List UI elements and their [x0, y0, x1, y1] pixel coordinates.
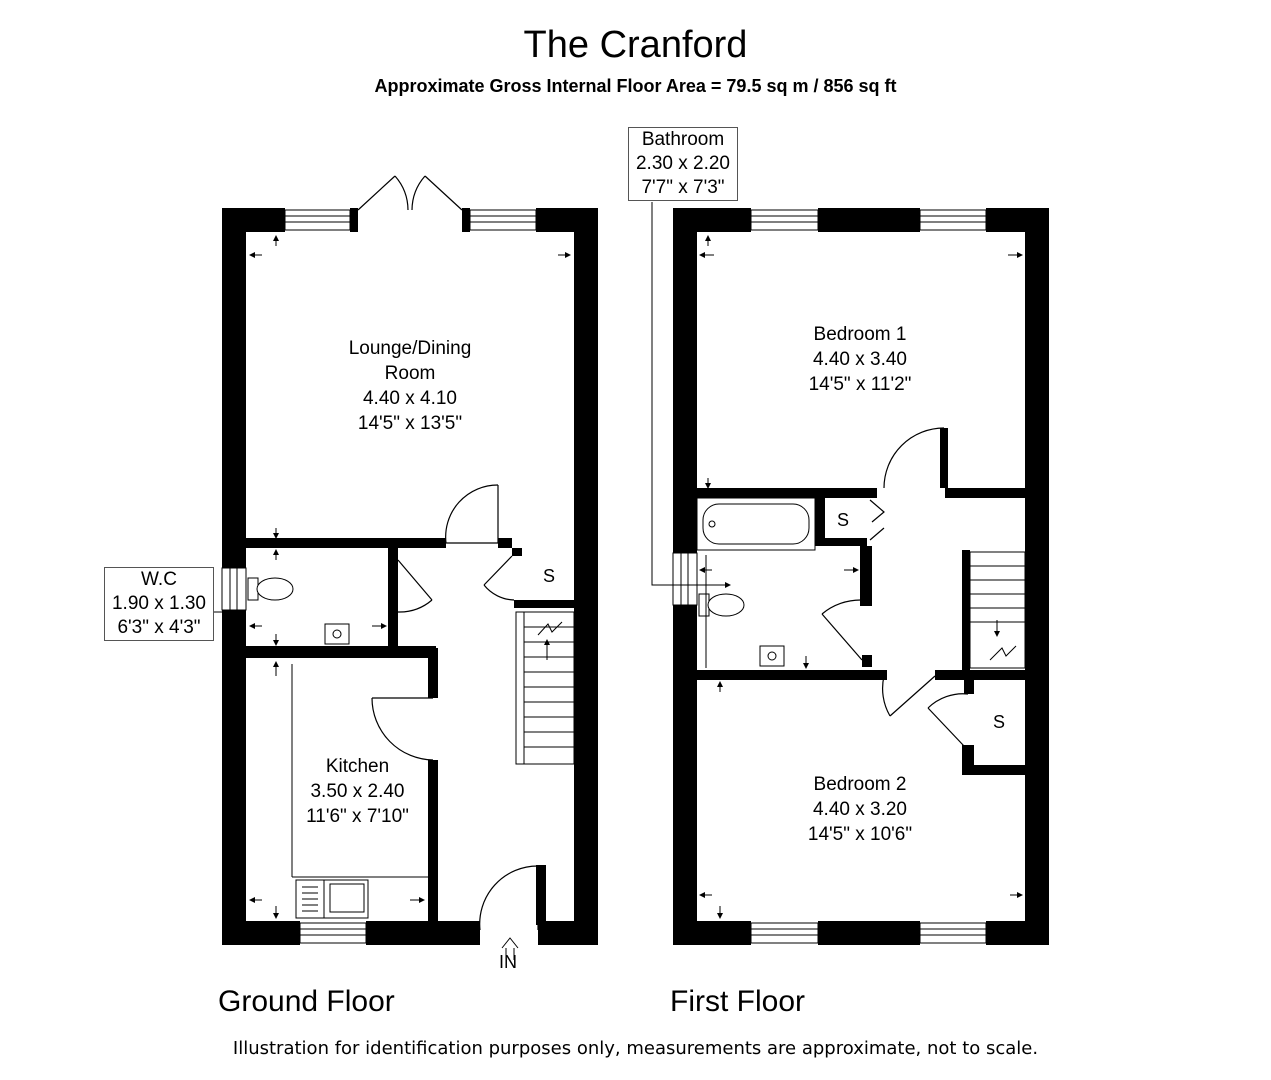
ground-floor-label: Ground Floor — [218, 985, 395, 1018]
disclaimer-text: Illustration for identification purposes… — [232, 1038, 1039, 1059]
floor-area-subtitle: Approximate Gross Internal Floor Area = … — [374, 76, 897, 96]
bedroom-2-label: Bedroom 2 4.40 x 3.20 14'5" x 10'6" — [807, 774, 913, 845]
entrance-label: IN — [499, 952, 517, 972]
kitchen-label: Kitchen 3.50 x 2.40 11'6" x 7'10" — [306, 756, 409, 827]
ground-store-label: S — [543, 566, 556, 586]
first-store-2-label: S — [993, 712, 1006, 732]
bathroom-label: Bathroom 2.30 x 2.20 7'7" x 7'3" — [628, 127, 738, 201]
plan-title: The Cranford — [523, 24, 748, 66]
first-floor-label: First Floor — [670, 985, 805, 1018]
first-store-1-label: S — [837, 510, 850, 530]
wc-label: W.C 1.90 x 1.30 6'3" x 4'3" — [104, 567, 214, 641]
ground-floor-plan — [210, 175, 598, 960]
bedroom-1-label: Bedroom 1 4.40 x 3.40 14'5" x 11'2" — [808, 324, 912, 395]
lounge-dining-label: Lounge/Dining Room 4.40 x 4.10 14'5" x 1… — [348, 338, 472, 434]
first-floor-plan — [651, 202, 1049, 945]
